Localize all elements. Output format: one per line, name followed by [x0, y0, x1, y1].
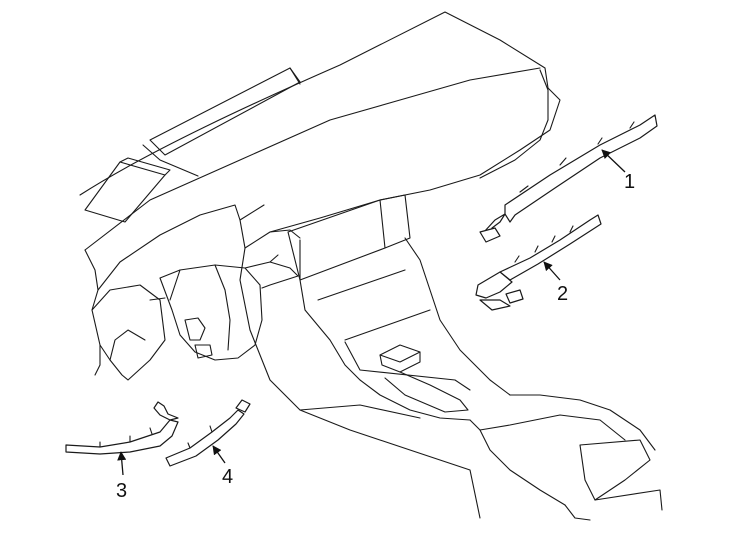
part-1-light-strip	[479, 114, 658, 243]
callout-2: 2	[543, 261, 568, 305]
callout-1: 1	[601, 149, 635, 193]
callout-number: 4	[222, 466, 233, 488]
dashboard	[79, 11, 663, 521]
callout-3: 3	[116, 451, 127, 502]
callout-number: 2	[557, 283, 568, 305]
leader-arrow	[212, 445, 226, 464]
callout-4: 4	[212, 445, 233, 488]
part-3-light-strip	[65, 401, 179, 455]
leader-arrow	[543, 261, 561, 281]
steering-column	[149, 254, 299, 361]
leader-arrow	[601, 149, 626, 173]
part-4-light-strip	[165, 399, 251, 467]
callout-number: 1	[624, 171, 635, 193]
callout-number: 3	[116, 480, 127, 502]
part-2-light-strip	[475, 214, 602, 311]
left-dash-edge	[91, 284, 166, 381]
leader-arrow	[117, 451, 127, 476]
